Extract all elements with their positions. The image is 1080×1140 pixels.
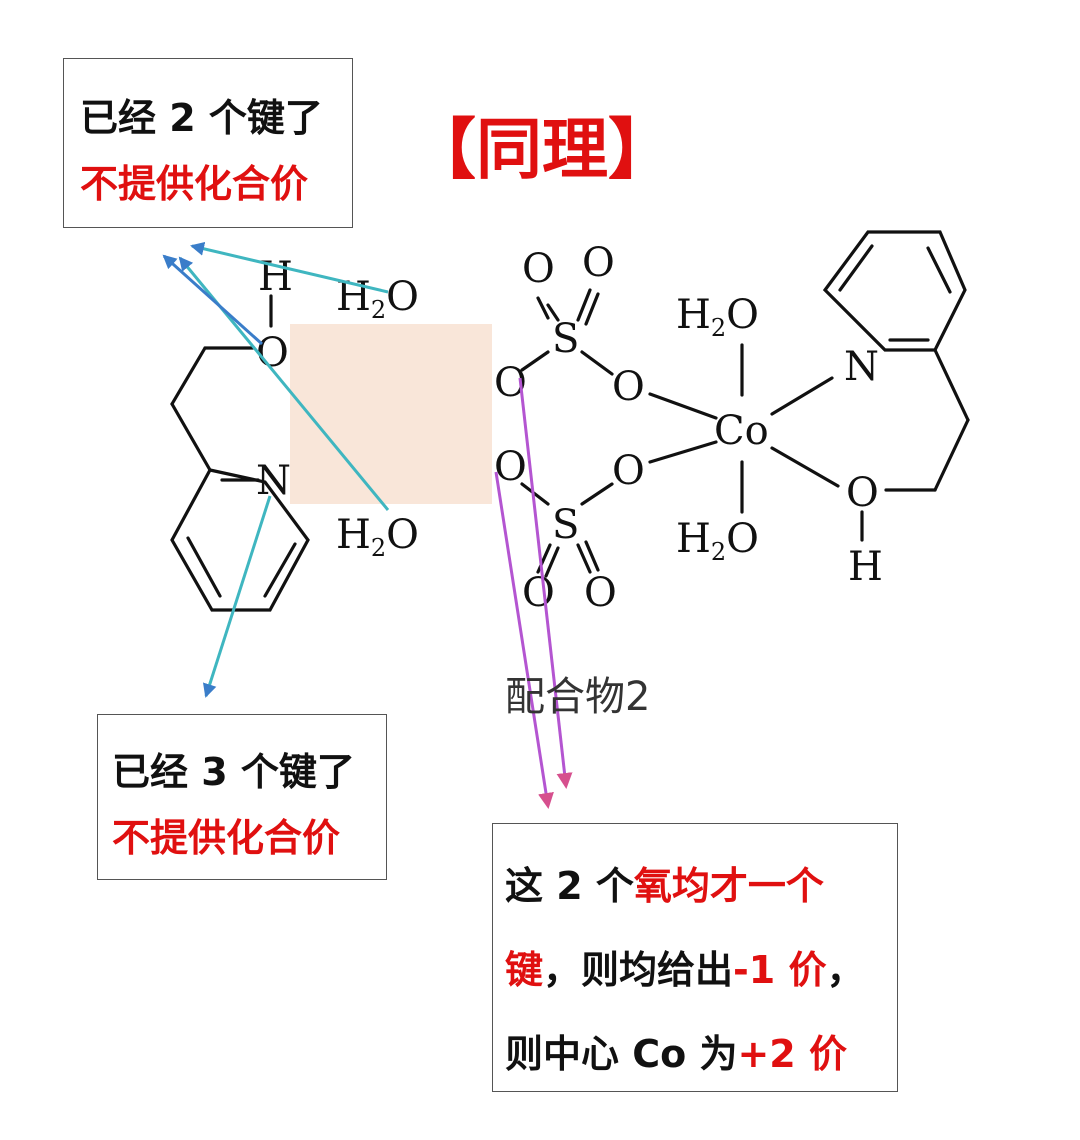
callout-top-left-line1: 已经 2 个键了 bbox=[80, 96, 323, 140]
arrow-purple-o-lower bbox=[494, 471, 554, 809]
atom-s-lower: S bbox=[552, 502, 579, 548]
bond-co-n-right bbox=[770, 376, 834, 416]
arrow-teal-n-down bbox=[202, 495, 272, 698]
h2o-upper-left: H2O bbox=[336, 274, 419, 324]
bond-s2-o-bottom-right-b bbox=[584, 540, 600, 572]
callout-top-left: 已经 2 个键了 不提供化合价 bbox=[63, 58, 353, 228]
callout-top-left-line2: 不提供化合价 bbox=[80, 162, 309, 206]
callout-br-l2-d: ， bbox=[826, 948, 865, 992]
atom-labels: H O N H2O H2O O O S O O O O S O O H2O Co bbox=[256, 240, 883, 616]
arrow-teal-upper-h2o bbox=[190, 241, 389, 294]
bond-s1-o-top-left-b bbox=[536, 296, 550, 320]
atom-o-right: O bbox=[846, 470, 879, 516]
atom-o-s2-bottom-right: O bbox=[584, 570, 617, 616]
callout-bottom-left-line2: 不提供化合价 bbox=[112, 816, 341, 860]
atom-n-left: N bbox=[256, 458, 291, 504]
callout-bottom-right-line3: 则中心 Co 为+2 价 bbox=[505, 1012, 897, 1096]
callout-br-l3-b: +2 价 bbox=[737, 1032, 847, 1076]
callout-br-l3-a: 则中心 Co 为 bbox=[505, 1032, 738, 1076]
molecule-bonds bbox=[170, 230, 970, 612]
atom-n-right: N bbox=[844, 344, 879, 390]
bond-ch2-ch2 bbox=[170, 346, 207, 406]
callout-bottom-right: 这 2 个氧均才一个 键，则均给出-1 价， 则中心 Co 为+2 价 bbox=[492, 823, 898, 1092]
h2o-top-co: H2O bbox=[676, 292, 759, 342]
callout-br-l1-b: 氧均才一个 bbox=[633, 864, 824, 908]
left-pyridine-ring bbox=[170, 468, 310, 612]
callout-bottom-right-line1: 这 2 个氧均才一个 bbox=[505, 844, 897, 928]
callout-bottom-right-line2: 键，则均给出-1 价， bbox=[505, 928, 897, 1012]
bond-s2-o-right bbox=[580, 482, 614, 506]
bond-s2-o-left bbox=[520, 482, 550, 506]
atom-co: Co bbox=[714, 408, 769, 454]
right-ring-double-2 bbox=[926, 246, 952, 294]
bond-s1-o-top-right bbox=[576, 288, 592, 322]
bond-s1-o-top-left bbox=[546, 303, 560, 322]
right-pyridine-ring bbox=[822, 230, 967, 352]
h2o-lower-left: H2O bbox=[336, 512, 419, 562]
bond-o-co-lower bbox=[648, 440, 718, 464]
bond-co-o-right bbox=[770, 446, 840, 488]
annotation-arrows bbox=[162, 241, 573, 809]
erased-patch bbox=[290, 324, 492, 504]
arrow-blue-oh bbox=[162, 254, 264, 346]
page-title: 【同理】 bbox=[410, 111, 674, 188]
bond-ch2-ch2-right bbox=[933, 418, 970, 492]
bond-o-co-upper bbox=[648, 392, 718, 420]
bond-s2-o-bottom-left-b bbox=[544, 546, 560, 578]
callout-br-l2-c: -1 价 bbox=[733, 948, 827, 992]
atom-h-left: H bbox=[258, 254, 293, 300]
atom-o-s1-right: O bbox=[612, 364, 645, 410]
atom-o-s2-right: O bbox=[612, 448, 645, 494]
atom-o-s1-top-right: O bbox=[582, 240, 615, 286]
atom-o-s2-left: O bbox=[494, 444, 527, 490]
bond-s1-o-right bbox=[580, 350, 614, 376]
callout-bottom-left: 已经 3 个键了 不提供化合价 bbox=[97, 714, 387, 880]
atom-h-right: H bbox=[848, 544, 883, 590]
bond-s1-o-left bbox=[520, 350, 550, 372]
bond-s2-o-bottom-right bbox=[576, 543, 592, 574]
bond-ch2-c2 bbox=[170, 402, 212, 472]
arrow-purple-o-upper bbox=[518, 377, 573, 789]
h2o-bottom-co: H2O bbox=[676, 516, 759, 566]
callout-br-l2-a: 键 bbox=[505, 948, 544, 992]
callout-br-l2-b: ，则均给出 bbox=[543, 948, 734, 992]
right-ring-double-1 bbox=[838, 244, 874, 292]
atom-s-upper: S bbox=[552, 316, 579, 362]
bond-s1-o-top-right-b bbox=[584, 292, 600, 326]
compound-label: 配合物2 bbox=[505, 674, 651, 720]
left-ring-double-2 bbox=[186, 536, 222, 598]
atom-o-s2-bottom-left: O bbox=[522, 570, 555, 616]
callout-bottom-left-line1: 已经 3 个键了 bbox=[112, 750, 355, 794]
left-ring-double-3 bbox=[263, 542, 297, 598]
atom-o-s1-top-left: O bbox=[522, 246, 555, 292]
callout-br-l1-a: 这 2 个 bbox=[505, 864, 634, 908]
bond-ring-ch2-right bbox=[933, 348, 970, 422]
